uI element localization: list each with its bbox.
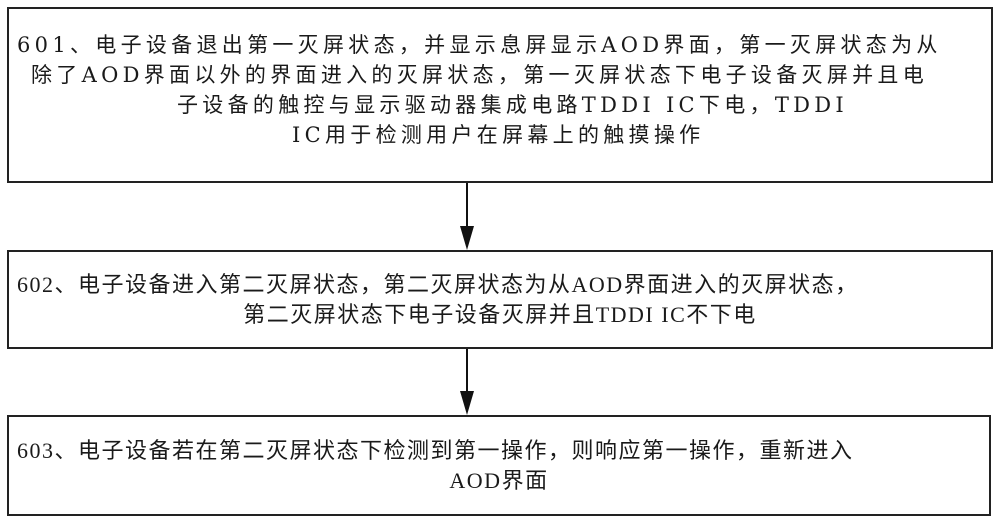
step-603-line-2: AOD界面 <box>449 467 549 493</box>
step-603-line-1: 603、电子设备若在第二灭屏状态下检测到第一操作，则响应第一操作，重新进入 <box>17 437 854 463</box>
step-602-line-2: 第二灭屏状态下电子设备灭屏并且TDDI IC不下电 <box>243 301 757 327</box>
arrow-head <box>460 391 474 415</box>
step-601-line-2: 除了AOD界面以外的界面进入的灭屏状态，第一灭屏状态下电子设备灭屏并且电 <box>31 63 929 87</box>
arrow-shaft <box>466 349 468 393</box>
step-602-box: 602、电子设备进入第二灭屏状态，第二灭屏状态为从AOD界面进入的灭屏状态， 第… <box>7 250 993 349</box>
step-601-line-1: 601、电子设备退出第一灭屏状态，并显示息屏显示AOD界面，第一灭屏状态为从 <box>17 33 942 57</box>
arrow-down-icon <box>457 349 477 415</box>
arrow-down-icon <box>457 183 477 250</box>
step-601-box: 601、电子设备退出第一灭屏状态，并显示息屏显示AOD界面，第一灭屏状态为从 除… <box>7 7 993 183</box>
step-601-line-3: 子设备的触控与显示驱动器集成电路TDDI IC下电，TDDI <box>177 93 848 117</box>
step-602-line-1: 602、电子设备进入第二灭屏状态，第二灭屏状态为从AOD界面进入的灭屏状态， <box>17 271 859 297</box>
arrow-shaft <box>466 183 468 228</box>
arrow-head <box>460 226 474 250</box>
step-601-line-4: IC用于检测用户在屏幕上的触摸操作 <box>292 123 705 147</box>
step-603-box: 603、电子设备若在第二灭屏状态下检测到第一操作，则响应第一操作，重新进入 AO… <box>7 415 991 516</box>
